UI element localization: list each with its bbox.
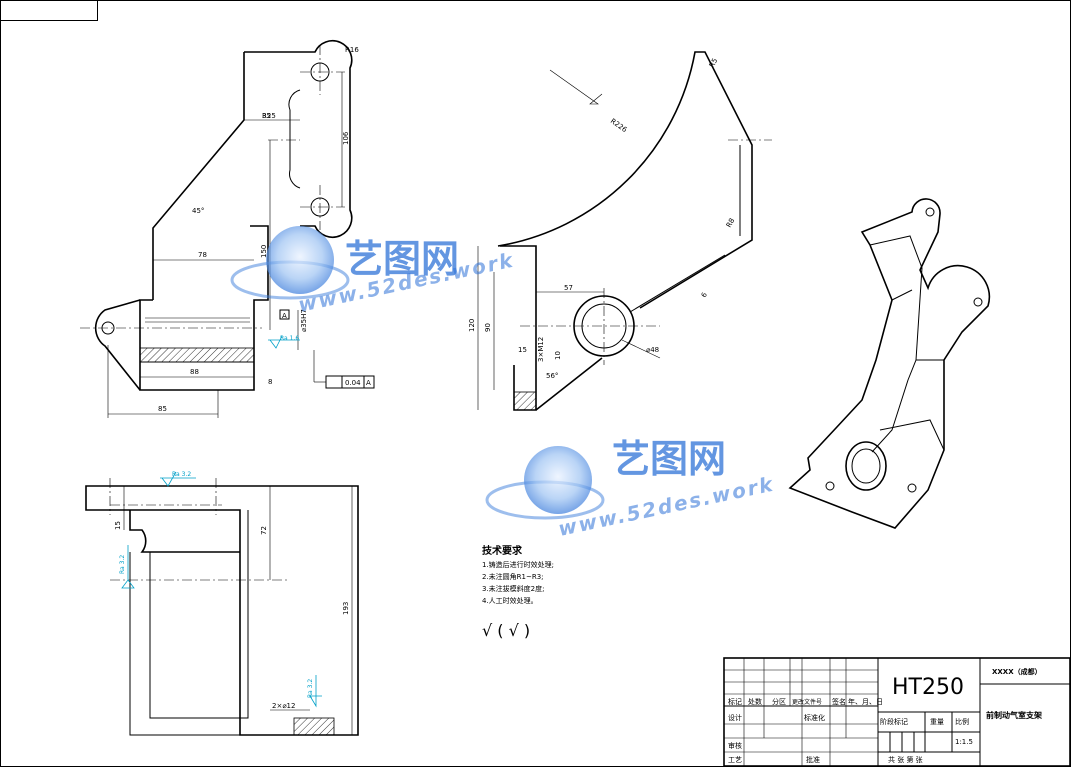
dim-r226: R226: [609, 117, 629, 134]
dim-r5: R5: [708, 57, 720, 69]
header-zone: 分区: [772, 697, 786, 706]
tech-requirements: 技术要求 1.铸造后进行时效处理; 2.未注圆角R1~R3; 3.未注拔模斜度2…: [482, 544, 554, 640]
dim-85: 85: [158, 405, 167, 413]
tech-req-item-4: 4.人工时效处理。: [482, 596, 538, 605]
dim-phi35: ⌀35H7: [300, 309, 308, 332]
dim-150: 150: [260, 245, 268, 258]
roughness-right: Ra 3.2: [307, 679, 314, 698]
dim-10: 10: [554, 351, 562, 360]
watermark-1: 艺图网 www.52des.work: [230, 226, 517, 317]
roughness-ra16: Ra 1.6: [280, 335, 299, 342]
roughness-left: Ra 3.2: [119, 555, 126, 574]
dim-6: 6: [700, 291, 709, 299]
role-standard: 标准化: [804, 713, 825, 722]
dim-120: 120: [468, 319, 476, 332]
datum-a: A: [282, 312, 287, 320]
dim-15: 15: [518, 346, 527, 354]
tech-req-item-3: 3.未注拔模斜度2度;: [482, 584, 545, 593]
dim-72: 72: [260, 526, 268, 535]
dim-r16: R16: [345, 46, 359, 54]
tech-req-item-1: 1.铸造后进行时效处理;: [482, 560, 554, 569]
tech-req-item-2: 2.未注圆角R1~R3;: [482, 572, 544, 581]
title-block: HT250 XXXX（成都） 前制动气室支架 阶段标记 重量 比例 1:1.5 …: [723, 657, 1071, 767]
dim-106: 106: [342, 131, 350, 145]
dim-8: 8: [268, 378, 272, 386]
dim-35: R25: [262, 112, 276, 120]
scale-value: 1:1.5: [955, 738, 973, 746]
front-view: R25 35 106 R16 45° 150 78 ⌀35H7 88 8 85 …: [80, 39, 375, 418]
watermark-brand-2: 艺图网: [612, 437, 726, 481]
dim-r8: R8: [725, 217, 737, 229]
stage-label: 阶段标记: [880, 717, 908, 726]
dim-78: 78: [198, 251, 207, 259]
dim-15b: 15: [114, 521, 122, 530]
dim-193: 193: [342, 602, 350, 615]
tech-req-title: 技术要求: [482, 544, 523, 557]
header-date: 年、月、日: [848, 697, 883, 706]
role-approve: 批准: [806, 755, 820, 764]
globe-logo-icon: [266, 226, 334, 294]
role-process: 工艺: [728, 756, 742, 764]
company-text: XXXX（成都）: [992, 667, 1042, 676]
weight-label: 重量: [930, 718, 944, 726]
corner-box: [0, 0, 98, 21]
role-review: 审核: [728, 741, 742, 750]
sheets-label: 共 张 第 张: [888, 755, 923, 764]
dim-45deg: 45°: [192, 207, 204, 215]
watermark-brand: 艺图网: [345, 237, 459, 281]
side-view: R226 R5 R8 57 120 90 15 3×M12 10 56° 6 ⌀…: [468, 51, 772, 411]
dim-57: 57: [564, 284, 573, 292]
isometric-view: [788, 198, 991, 529]
header-mark: 标记: [728, 697, 742, 706]
general-roughness-symbol: √ ( √ ): [482, 621, 530, 640]
bottom-view: 72 193 15 2×⌀12 Ra 3.2 Ra 3.2 Ra 3.2: [85, 471, 359, 736]
part-name-text: 前制动气室支架: [986, 710, 1042, 720]
role-design: 设计: [728, 713, 742, 722]
roughness-top: Ra 3.2: [172, 471, 191, 478]
dim-88: 88: [190, 368, 199, 376]
dim-56deg: 56°: [546, 372, 558, 380]
header-sign: 签名: [832, 697, 846, 706]
dim-phi48: ⌀48: [646, 346, 659, 354]
dim-3xm12: 3×M12: [537, 337, 545, 362]
tolerance-datum: A: [366, 379, 371, 387]
watermark-2: 艺图网 www.52des.work: [485, 437, 777, 541]
globe-logo-icon-2: [524, 446, 592, 514]
tolerance-value: 0.04: [345, 379, 361, 387]
material-text: HT250: [892, 675, 964, 700]
header-count: 处数: [748, 697, 762, 706]
dim-2xphi12: 2×⌀12: [272, 702, 295, 710]
dim-35b: 35: [262, 112, 271, 120]
header-doc: 更改文件号: [792, 698, 822, 706]
scale-label: 比例: [955, 717, 969, 726]
dim-90: 90: [484, 323, 492, 332]
